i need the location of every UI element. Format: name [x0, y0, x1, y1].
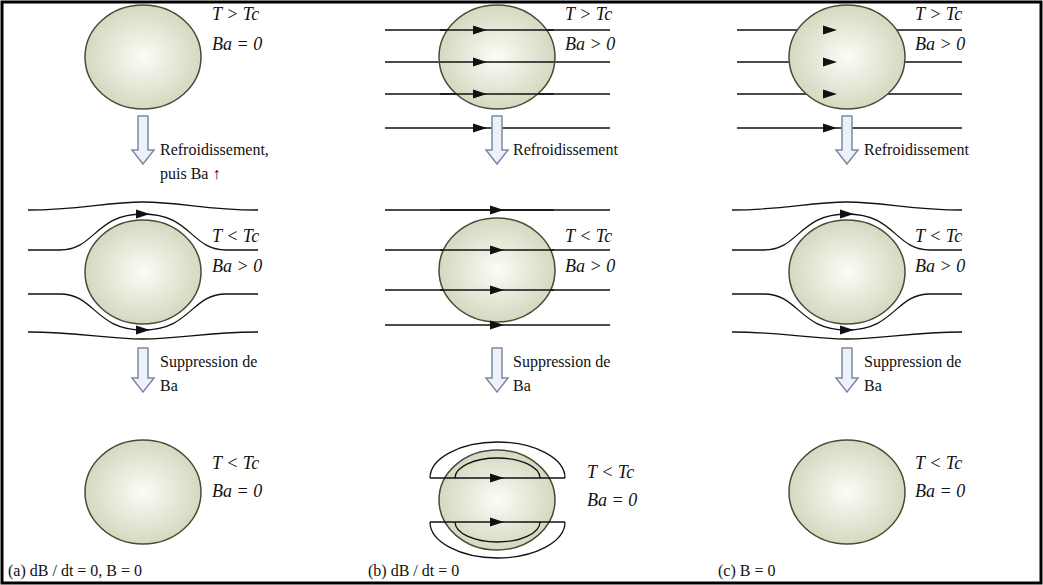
- field-arrowhead: [840, 326, 854, 335]
- field-arrowhead: [473, 26, 487, 35]
- field-arrowhead: [473, 58, 487, 67]
- step-label: Suppression de Ba: [513, 350, 621, 398]
- sphere: [85, 440, 201, 544]
- field-line: [385, 29, 610, 30]
- field-arrowhead: [473, 90, 487, 99]
- field-arrowhead: [823, 124, 837, 133]
- step-arrow: [836, 348, 858, 392]
- spheres: [85, 5, 905, 550]
- field-arrowhead: [136, 210, 150, 219]
- field-line: [440, 93, 554, 94]
- state-label: Ba = 0: [913, 481, 967, 501]
- trapped-field-loop: [430, 442, 565, 478]
- step-arrows: [132, 116, 858, 392]
- state-label: T < Tc: [210, 453, 261, 473]
- state-label: T > Tc: [210, 4, 261, 24]
- state-label: T < Tc: [585, 462, 636, 482]
- state-label: T > Tc: [563, 4, 614, 24]
- step-arrow: [132, 116, 154, 164]
- sphere: [789, 220, 905, 324]
- field-arrowhead: [490, 246, 504, 255]
- subfigure-caption: (b) dB / dt = 0: [366, 561, 461, 581]
- step-arrow: [486, 348, 508, 392]
- step-arrow: [132, 348, 154, 392]
- step-label: Refroidissement: [864, 138, 969, 162]
- field-arrowhead: [823, 90, 837, 99]
- field-arrowhead: [490, 286, 504, 295]
- sphere: [789, 5, 905, 109]
- field-line: [440, 29, 554, 30]
- field-arrowhead: [473, 124, 487, 133]
- sphere: [789, 440, 905, 544]
- sphere: [439, 218, 555, 322]
- state-label: Ba > 0: [563, 256, 617, 276]
- field-arrowhead: [823, 26, 837, 35]
- field-arrowhead: [490, 474, 504, 483]
- state-label: T < Tc: [563, 226, 614, 246]
- field-arrowhead: [490, 206, 504, 215]
- trapped-field-loop: [430, 522, 565, 558]
- sphere: [85, 220, 201, 324]
- step-label: Suppression de Ba: [160, 350, 268, 398]
- state-label: T < Tc: [913, 226, 964, 246]
- state-label: Ba > 0: [913, 34, 967, 54]
- field-line: [732, 202, 962, 210]
- subfigure-caption: (a) dB / dt = 0, B = 0: [6, 561, 144, 581]
- state-label: T > Tc: [913, 4, 964, 24]
- subfigure-caption: (c) B = 0: [716, 561, 777, 581]
- field-line: [28, 202, 258, 210]
- field-line: [28, 332, 258, 339]
- field-line: [732, 332, 962, 339]
- sphere: [85, 5, 201, 109]
- state-label: Ba = 0: [210, 34, 264, 54]
- field-line: [385, 93, 610, 94]
- sphere: [439, 5, 555, 109]
- field-arrowhead: [136, 326, 150, 335]
- state-label: Ba > 0: [210, 256, 264, 276]
- field-arrowhead: [490, 321, 504, 330]
- state-label: Ba = 0: [585, 490, 639, 510]
- field-line: [385, 61, 610, 62]
- step-label: Refroidissement: [513, 138, 618, 162]
- step-arrow: [486, 116, 508, 164]
- state-label: Ba = 0: [210, 481, 264, 501]
- field-arrowhead: [823, 58, 837, 67]
- field-arrowhead: [490, 518, 504, 527]
- trapped-field-loop: [455, 458, 540, 478]
- field-arrowheads: [136, 26, 854, 527]
- state-label: Ba > 0: [913, 256, 967, 276]
- step-label: Suppression de Ba: [864, 350, 972, 398]
- step-arrow: [836, 116, 858, 164]
- trapped-field-loop: [455, 522, 540, 542]
- sphere: [439, 450, 555, 550]
- step-label: Refroidissement, puis Ba ↑: [160, 138, 290, 186]
- state-label: T < Tc: [210, 226, 261, 246]
- field-line: [440, 61, 554, 62]
- state-label: Ba > 0: [563, 34, 617, 54]
- field-arrowhead: [840, 210, 854, 219]
- field-lines-through: [430, 30, 565, 558]
- state-label: T < Tc: [913, 453, 964, 473]
